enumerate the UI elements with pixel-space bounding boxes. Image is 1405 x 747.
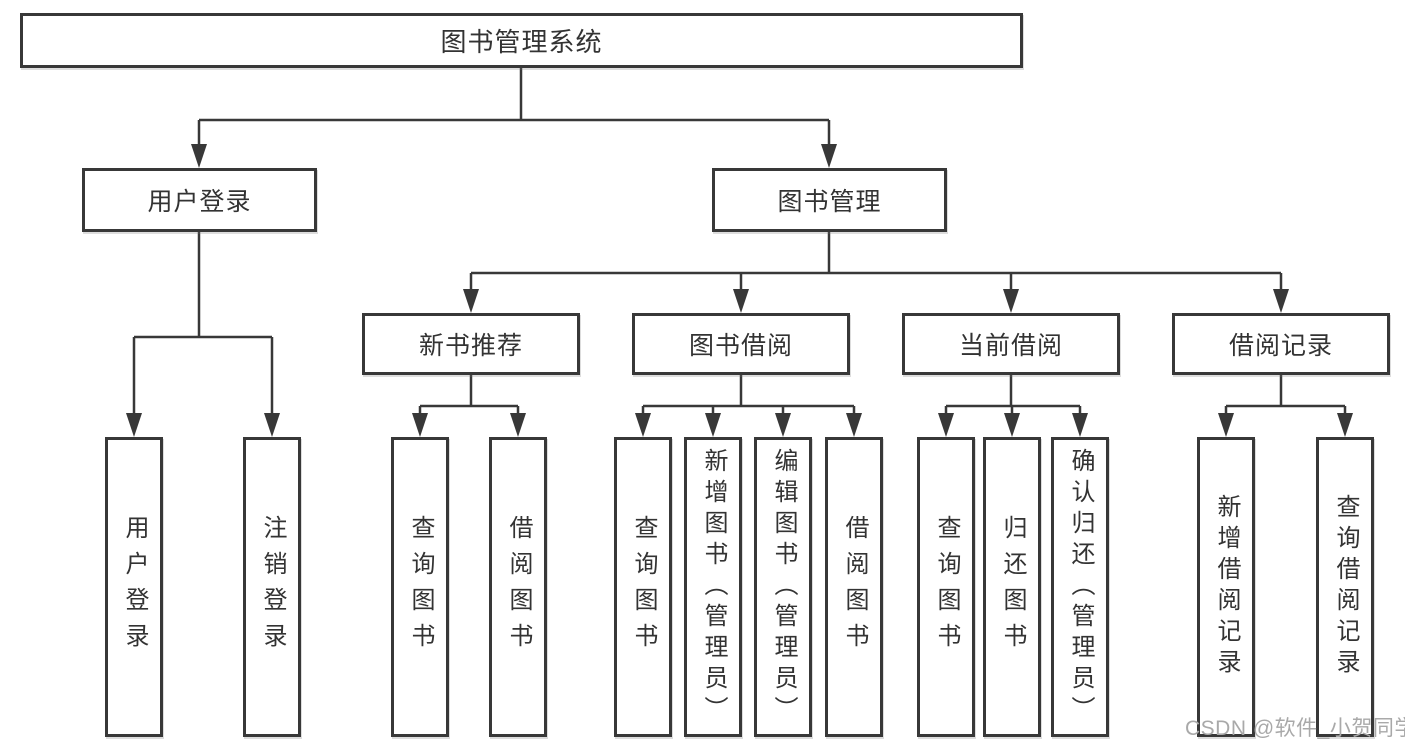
arrowheads [126, 144, 1353, 437]
leaf-return-books: 归还图书 [983, 437, 1041, 737]
leaf-add-borrow-record: 新增借阅记录 [1197, 437, 1255, 737]
watermark: CSDN @软件_小贺同学 [1185, 717, 1405, 740]
node-book-management: 图书管理 [712, 168, 947, 232]
leaf-borrow-books-recommend: 借阅图书 [489, 437, 547, 737]
leaf-query-books-recommend: 查询图书 [391, 437, 449, 737]
leaf-query-books-borrowing: 查询图书 [614, 437, 672, 737]
leaf-add-books-admin: 新增图书（管理员） [684, 437, 742, 737]
leaf-edit-books-admin: 编辑图书（管理员） [754, 437, 812, 737]
node-book-borrowing: 图书借阅 [632, 313, 850, 375]
node-user-login: 用户登录 [82, 168, 317, 232]
leaf-logout: 注销登录 [243, 437, 301, 737]
node-new-book-recommend: 新书推荐 [362, 313, 580, 375]
leaf-user-login: 用户登录 [105, 437, 163, 737]
node-library-system: 图书管理系统 [20, 13, 1023, 68]
leaf-query-borrow-record: 查询借阅记录 [1316, 437, 1374, 737]
node-borrowing-records: 借阅记录 [1172, 313, 1390, 375]
leaf-borrow-books: 借阅图书 [825, 437, 883, 737]
node-current-borrowing: 当前借阅 [902, 313, 1120, 375]
leaf-query-books-current: 查询图书 [917, 437, 975, 737]
leaf-confirm-return-admin: 确认归还（管理员） [1051, 437, 1109, 737]
